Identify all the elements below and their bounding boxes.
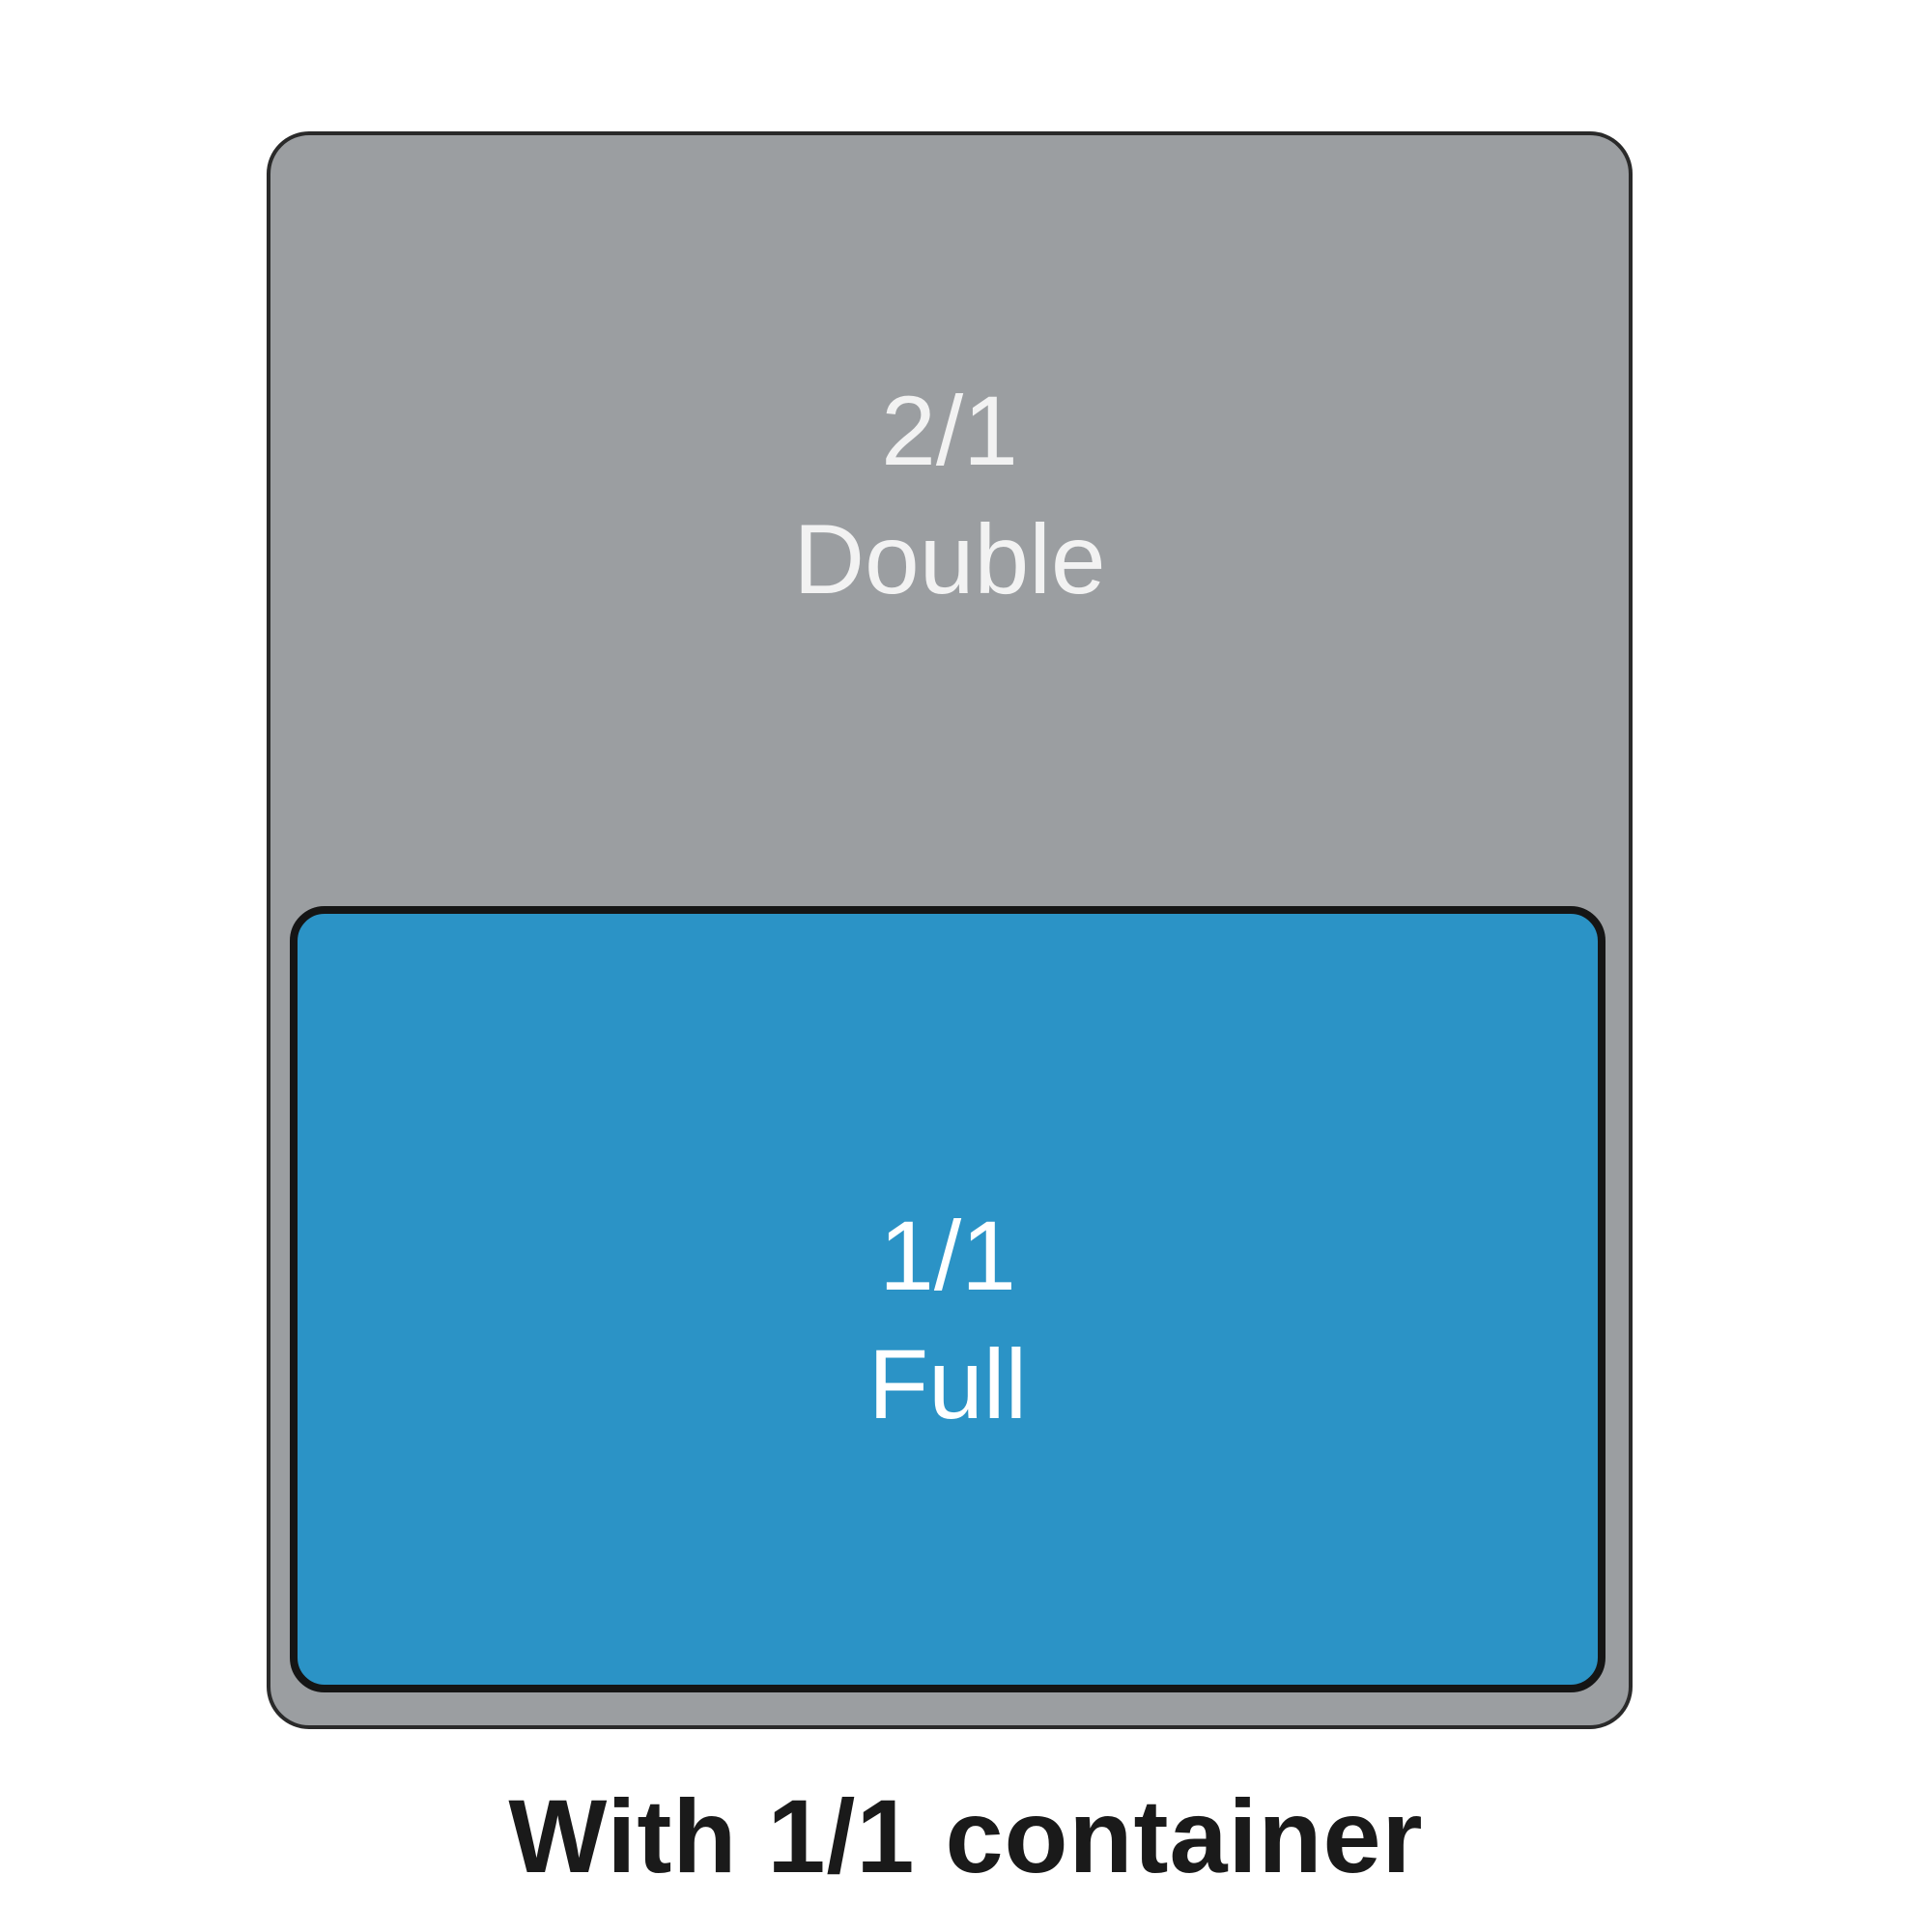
pan-1-1-label: 1/1 Full [298, 1192, 1598, 1448]
pan-2-1-name-text: Double [793, 503, 1106, 614]
pan-2-1-label: 2/1 Double [270, 367, 1629, 623]
pan-2-1-size-text: 2/1 [881, 376, 1018, 486]
pan-1-1-size-text: 1/1 [879, 1201, 1016, 1311]
pan-1-1-name-text: Full [867, 1328, 1028, 1439]
pan-1-1-full: 1/1 Full [290, 906, 1605, 1692]
diagram-caption: With 1/1 container [508, 1777, 1424, 1894]
